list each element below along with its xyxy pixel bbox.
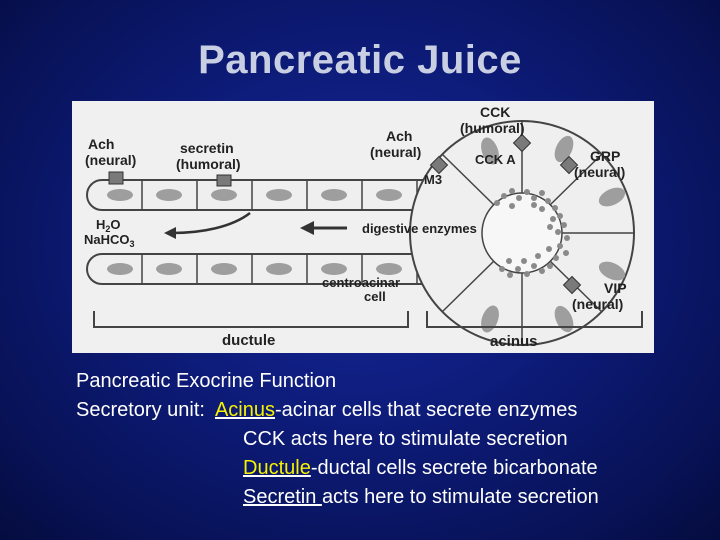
acinus-link: Acinus	[214, 399, 275, 421]
label-secretin: secretin	[180, 140, 234, 156]
body-line-4: Ductule-ductal cells secrete bicarbonate	[76, 454, 716, 483]
region-brackets	[93, 311, 643, 328]
label-vip: VIP	[604, 280, 627, 296]
zymogen-granules	[494, 188, 570, 278]
slide-body: Pancreatic Exocrine Function Secretory u…	[76, 367, 716, 512]
diagram-svg: Ach (neural) secretin (humoral) CCK (hum…	[84, 104, 643, 350]
body-line-5: Secretin acts here to stimulate secretio…	[76, 483, 716, 512]
acinus-description: -acinar cells that secrete enzymes	[275, 399, 578, 421]
label-ductule: ductule	[222, 332, 275, 349]
label-nahco3: NaHCO3	[84, 232, 135, 249]
label-m3: M3	[424, 172, 442, 187]
label-cck: CCK	[480, 104, 510, 120]
slide-title: Pancreatic Juice	[198, 38, 522, 82]
secretory-unit-label: Secretory unit:	[76, 399, 215, 421]
label-neural-right: (neural)	[370, 144, 421, 160]
label-centroacinar: centroacinar	[322, 275, 400, 290]
label-neural-grp: (neural)	[574, 164, 625, 180]
diagram-labels: Ach (neural) secretin (humoral) CCK (hum…	[84, 104, 627, 350]
ductule-description: -ductal cells secrete bicarbonate	[310, 457, 598, 479]
arrows	[164, 212, 347, 239]
secretin-word: Secretin	[243, 486, 322, 508]
body-line-3: CCK acts here to stimulate secretion	[243, 428, 568, 450]
label-acinus: acinus	[490, 333, 538, 350]
label-grp: GRP	[590, 148, 620, 164]
pancreas-diagram: Ach (neural) secretin (humoral) CCK (hum…	[72, 101, 654, 353]
body-line-2: Secretory unit: Acinus-acinar cells that…	[76, 396, 716, 425]
ductule-link: Ductule	[243, 457, 311, 479]
label-ach-right: Ach	[386, 128, 412, 144]
receptors	[108, 133, 582, 295]
label-neural-left: (neural)	[85, 152, 136, 168]
label-cell: cell	[364, 289, 386, 304]
acinus-cells	[409, 120, 635, 346]
label-neural-vip: (neural)	[572, 296, 623, 312]
label-h2o: H2O	[96, 217, 121, 234]
body-line-1: Pancreatic Exocrine Function	[76, 370, 337, 392]
label-digestive-enzymes: digestive enzymes	[362, 221, 477, 236]
label-humoral-top: (humoral)	[460, 120, 525, 136]
secretin-description: acts here to stimulate secretion	[321, 486, 599, 508]
label-humoral-left: (humoral)	[176, 156, 241, 172]
label-ach-left: Ach	[88, 136, 114, 152]
label-cck-a: CCK A	[475, 152, 516, 167]
